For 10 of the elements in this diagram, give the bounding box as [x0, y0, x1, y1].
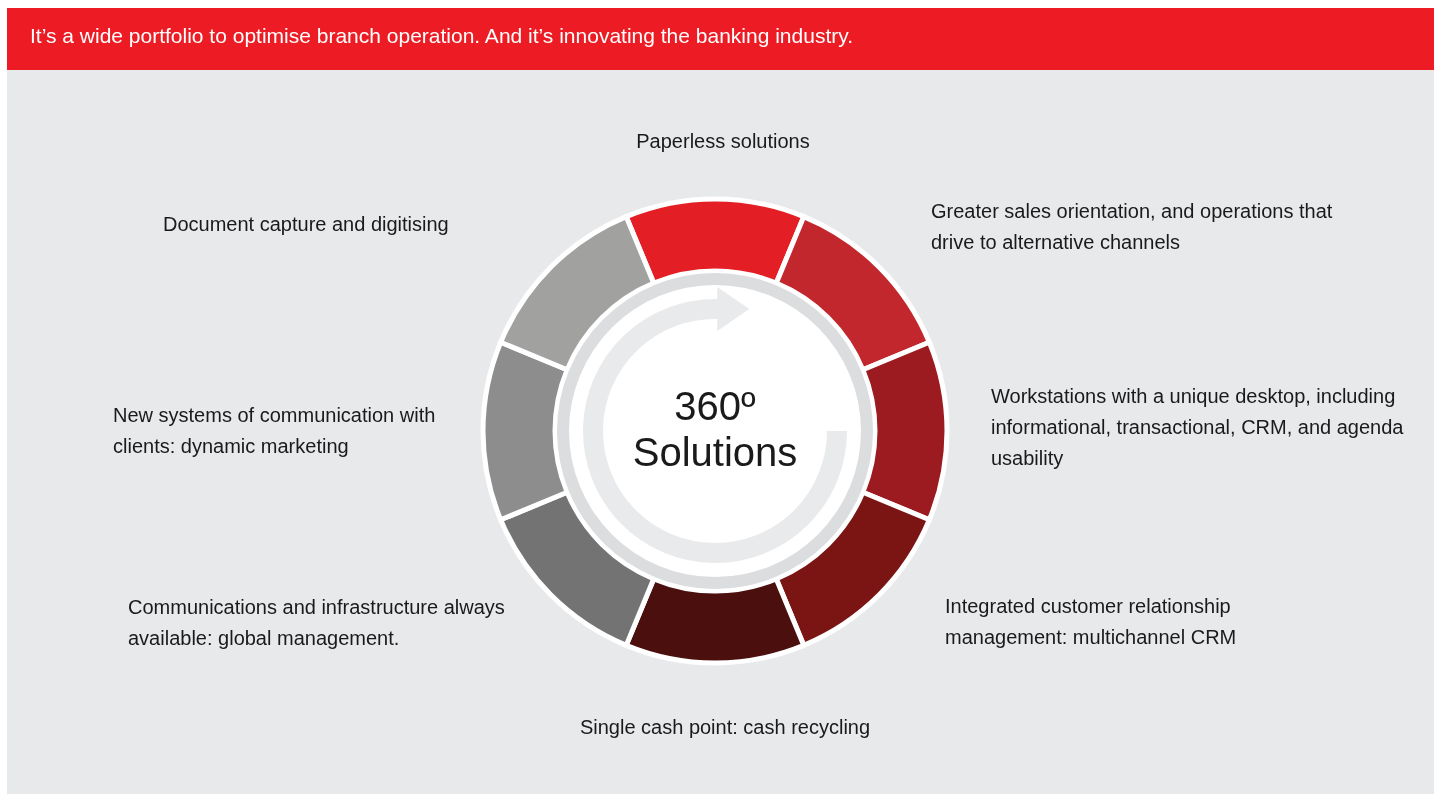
segment-label: Paperless solutions [635, 129, 811, 154]
segment-label: Greater sales orientation, and operations that drive to alternative channels [931, 199, 1334, 255]
segment-label: Communications and infrastructure always available: global management. [128, 595, 506, 651]
segment-label: Single cash point: cash recycling [578, 715, 872, 740]
title: It’s a wide portfolio to optimise branch operation. And it’s innovating the banking industry. [30, 24, 853, 48]
segment-label: New systems of communication with clients: dynamic marketing [113, 403, 437, 459]
segment-label: Integrated customer relationship management: multichannel CRM [945, 594, 1238, 650]
segment-label: Workstations with a unique desktop, including informational, transactional, CRM, and agenda usability [991, 384, 1405, 471]
segment-label: Document capture and digitising [163, 212, 450, 237]
center-title: 360º Solutions [605, 383, 825, 475]
